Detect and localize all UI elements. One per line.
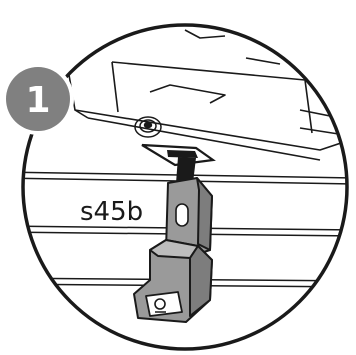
step-number: 1 [25, 80, 50, 121]
part-label: s45b [80, 197, 143, 227]
step-badge: 1 [2, 63, 74, 135]
